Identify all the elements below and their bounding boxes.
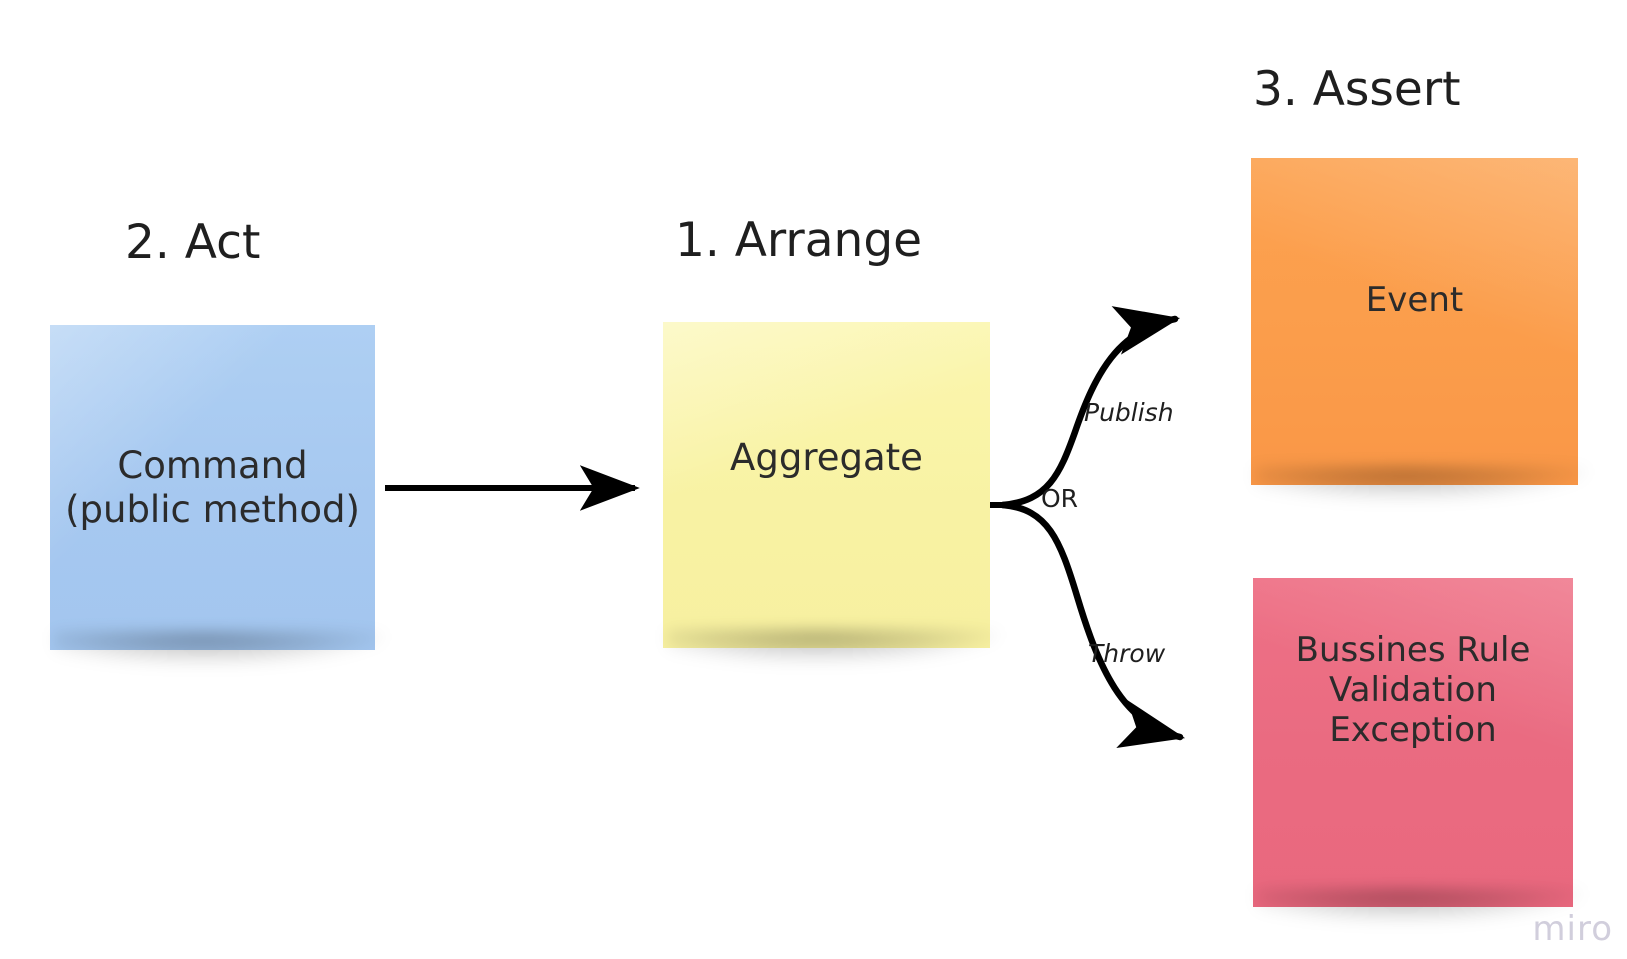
sticky-note-command[interactable]: Command (public method): [50, 325, 375, 650]
column-title-arrange: 1. Arrange: [675, 213, 923, 268]
sticky-note-exception-text: Bussines Rule Validation Exception: [1295, 630, 1531, 751]
edge-label-publish: Publish: [1084, 398, 1174, 427]
miro-watermark: miro: [1532, 909, 1613, 949]
sticky-note-event-text: Event: [1365, 280, 1464, 320]
column-title-assert: 3. Assert: [1253, 62, 1461, 117]
edge-label-throw: Throw: [1088, 639, 1166, 668]
column-title-act: 2. Act: [125, 215, 261, 270]
sticky-note-exception[interactable]: Bussines Rule Validation Exception: [1253, 578, 1573, 907]
sticky-note-aggregate[interactable]: Aggregate: [663, 322, 990, 648]
sticky-note-event[interactable]: Event: [1251, 158, 1578, 485]
arrow-throw-to-exception: [999, 501, 1186, 748]
edge-label-or: OR: [1041, 484, 1079, 513]
sticky-note-aggregate-text: Aggregate: [730, 436, 923, 479]
sticky-note-command-text: Command (public method): [65, 443, 360, 531]
